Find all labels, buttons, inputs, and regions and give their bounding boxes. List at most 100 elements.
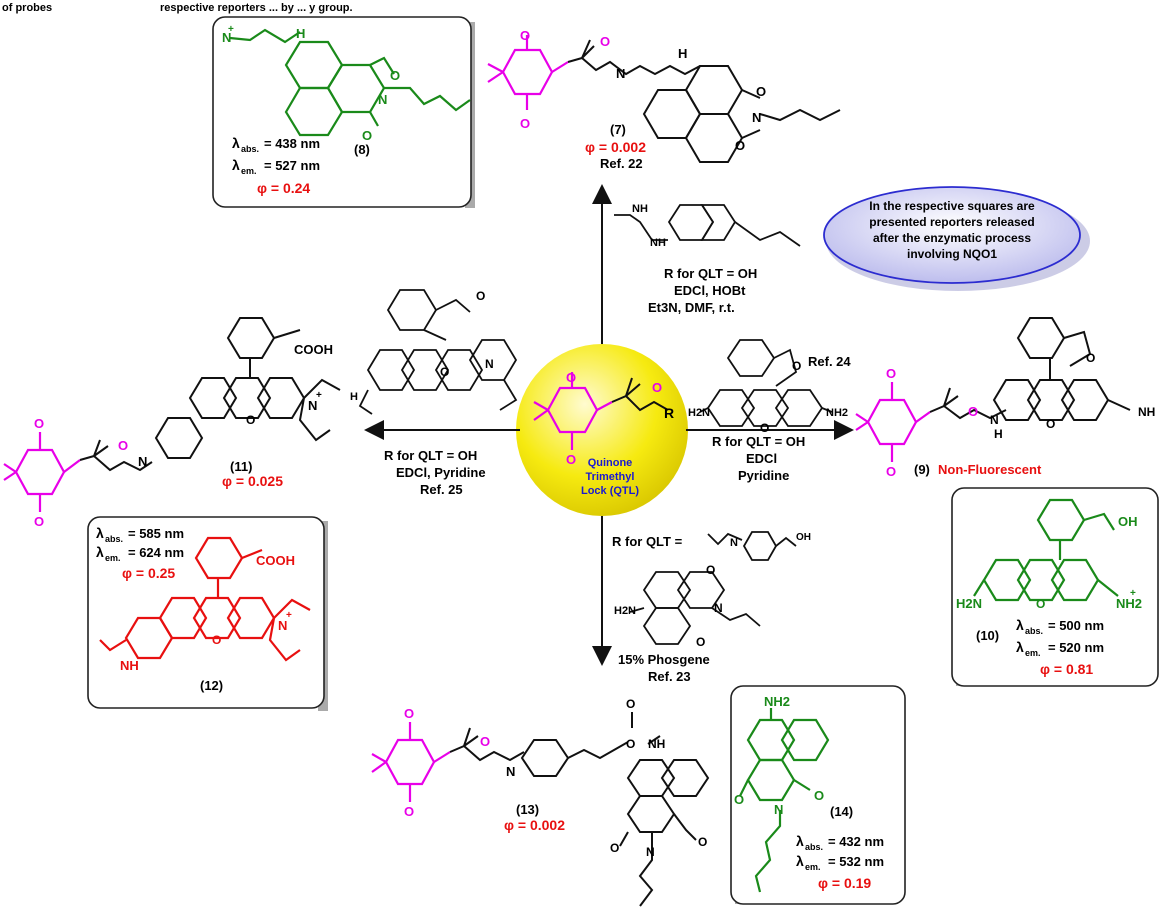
c11-acid: COOH <box>294 342 333 357</box>
svg-text:N: N <box>138 454 147 469</box>
svg-text:em.: em. <box>105 553 121 563</box>
bottom-reaction: R for QLT = N OH O O N H2N 15% Phosgene … <box>592 516 811 684</box>
svg-text:H2N: H2N <box>688 407 710 419</box>
svg-text:O: O <box>212 633 221 647</box>
svg-text:abs.: abs. <box>1025 626 1043 636</box>
svg-text:N: N <box>646 845 655 859</box>
svg-text:H2N: H2N <box>956 596 982 611</box>
svg-text:EDCl, HOBt: EDCl, HOBt <box>674 283 746 298</box>
svg-text:O: O <box>735 138 745 153</box>
svg-text:em.: em. <box>241 166 257 176</box>
svg-text:O: O <box>34 416 44 431</box>
header-right-text: respective reporters ... by ... y group. <box>160 2 353 14</box>
box-compound-8: N + H O O N λ abs. = 438 nm λ em. = 527 … <box>212 16 475 208</box>
c11-label: (11) <box>230 459 252 474</box>
svg-text:NH2: NH2 <box>1116 596 1142 611</box>
svg-text:involving NQO1: involving NQO1 <box>907 247 997 261</box>
svg-text:R for QLT =: R for QLT = <box>612 534 683 549</box>
structure-14 <box>739 708 830 893</box>
svg-text:Et3N, DMF, r.t.: Et3N, DMF, r.t. <box>648 300 735 315</box>
svg-text:presented reporters released: presented reporters released <box>869 215 1034 229</box>
svg-text:λ: λ <box>96 544 104 560</box>
svg-text:R for QLT = OH: R for QLT = OH <box>712 434 805 449</box>
compound-13: O N O O NH O O N O O (13) φ = 0.002 <box>371 697 710 907</box>
svg-text:N: N <box>730 537 738 549</box>
svg-text:O: O <box>698 835 707 849</box>
c11-phi: φ = 0.025 <box>222 473 283 489</box>
svg-text:N: N <box>774 802 783 817</box>
c10-label: (10) <box>976 628 999 643</box>
c8-em: = 527 nm <box>264 158 320 173</box>
svg-text:λ: λ <box>96 525 104 541</box>
svg-text:O: O <box>404 804 414 819</box>
c14-label: (14) <box>830 804 853 819</box>
svg-text:O: O <box>520 28 530 43</box>
box-compound-12: COOH O N + NH λ abs. = 585 nm λ em. = 62… <box>87 516 328 711</box>
svg-text:O: O <box>886 366 896 381</box>
svg-text:Lock (QTL): Lock (QTL) <box>581 485 639 497</box>
svg-text:O: O <box>814 788 824 803</box>
c8-abs: = 438 nm <box>264 136 320 151</box>
r-group: R <box>664 405 674 421</box>
svg-text:O: O <box>566 452 576 467</box>
svg-text:In the respective squares are: In the respective squares are <box>869 199 1035 213</box>
compound-9: O O O N H O O NH (9) Non-Fluorescent <box>855 317 1155 479</box>
qtl-sphere: O R O O Quinone Trimethyl Lock (QTL) <box>516 344 688 516</box>
svg-text:EDCl, Pyridine: EDCl, Pyridine <box>396 465 486 480</box>
note-ellipse: In the respective squares are presented … <box>823 186 1090 291</box>
c12-abs: = 585 nm <box>128 526 184 541</box>
c10-phi: φ = 0.81 <box>1040 661 1093 677</box>
svg-text:O: O <box>792 359 801 373</box>
svg-text:λ: λ <box>232 135 240 151</box>
c14-abs: = 432 nm <box>828 834 884 849</box>
svg-text:λ: λ <box>232 157 240 173</box>
svg-text:N: N <box>278 618 287 633</box>
svg-text:NH2: NH2 <box>826 407 848 419</box>
box-compound-14: NH2 O O N (14) λ abs. = 432 nm λ em. = 5… <box>730 685 906 905</box>
header-left-text: of probes <box>2 2 52 14</box>
svg-text:O: O <box>118 438 128 453</box>
svg-text:O: O <box>390 68 400 83</box>
structure-10 <box>973 498 1119 602</box>
c12-em: = 624 nm <box>128 545 184 560</box>
structure-12 <box>99 536 311 662</box>
svg-text:O: O <box>476 289 485 303</box>
svg-text:O: O <box>734 792 744 807</box>
svg-text:O: O <box>600 34 610 49</box>
svg-text:O: O <box>362 128 372 143</box>
c9-label: (9) <box>914 462 930 477</box>
c10-abs: = 500 nm <box>1048 618 1104 633</box>
c7-label: (7) <box>610 122 626 137</box>
svg-text:H: H <box>296 26 305 41</box>
compound-7: O N H O O O N O (7) φ = 0.002 Ref. 22 <box>487 28 841 171</box>
svg-text:H: H <box>994 427 1003 441</box>
svg-text:abs.: abs. <box>241 144 259 154</box>
svg-text:em.: em. <box>805 862 821 872</box>
c13-phi: φ = 0.002 <box>504 817 565 833</box>
c12-label: (12) <box>200 678 223 693</box>
svg-text:O: O <box>520 116 530 131</box>
svg-text:+: + <box>286 610 292 621</box>
svg-text:λ: λ <box>1016 639 1024 655</box>
c14-em: = 532 nm <box>828 854 884 869</box>
ammonium-label: N <box>222 30 231 45</box>
svg-text:N: N <box>616 66 625 81</box>
c10-em: = 520 nm <box>1048 640 1104 655</box>
svg-text:O: O <box>756 84 766 99</box>
svg-text:H: H <box>350 391 358 403</box>
svg-text:O: O <box>440 365 449 379</box>
svg-text:Trimethyl: Trimethyl <box>586 471 635 483</box>
svg-text:EDCl: EDCl <box>746 451 777 466</box>
c13-label: (13) <box>516 802 539 817</box>
svg-text:+: + <box>228 24 234 35</box>
svg-text:O: O <box>566 370 576 385</box>
svg-text:Quinone: Quinone <box>588 457 633 469</box>
svg-text:O: O <box>480 734 490 749</box>
svg-text:O: O <box>1086 351 1095 365</box>
c8-phi: φ = 0.24 <box>257 180 310 196</box>
svg-text:O: O <box>706 563 715 577</box>
svg-text:O: O <box>1046 417 1055 431</box>
structure-8 <box>229 28 471 137</box>
svg-text:O: O <box>34 514 44 529</box>
svg-text:R for QLT = OH: R for QLT = OH <box>664 266 757 281</box>
